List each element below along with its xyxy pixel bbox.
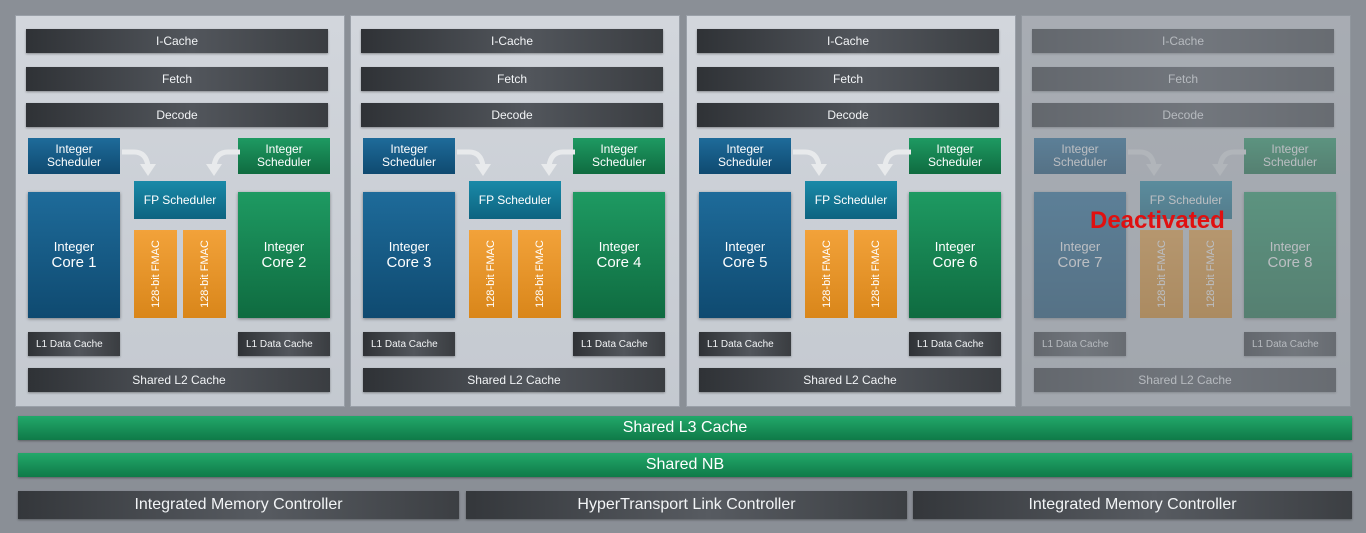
l1-data-cache-right: L1 Data Cache bbox=[573, 332, 665, 356]
core-label-line2: Core 7 bbox=[1057, 254, 1103, 271]
cpu-module-deactivated: I-Cache Fetch Decode Integer Scheduler I… bbox=[1021, 15, 1351, 407]
integer-core-right: Integer Core 4 bbox=[573, 192, 665, 318]
integer-scheduler-right: Integer Scheduler bbox=[573, 138, 665, 174]
integer-scheduler-right: Integer Scheduler bbox=[238, 138, 330, 174]
l1-data-cache-left: L1 Data Cache bbox=[699, 332, 791, 356]
core-label-line1: Integer bbox=[1269, 239, 1311, 254]
fetch-bar: Fetch bbox=[26, 67, 328, 91]
icache-bar: I-Cache bbox=[697, 29, 999, 53]
core-label-line1: Integer bbox=[598, 239, 640, 254]
decode-bar: Decode bbox=[361, 103, 663, 127]
l1-data-cache-left: L1 Data Cache bbox=[28, 332, 120, 356]
integer-core-right: Integer Core 8 bbox=[1244, 192, 1336, 318]
shared-l2-cache: Shared L2 Cache bbox=[363, 368, 665, 392]
arrow-right-down-icon bbox=[122, 149, 156, 176]
fmac-unit: 128-bit FMAC bbox=[469, 230, 512, 318]
core-label-line1: Integer bbox=[724, 239, 766, 254]
core-label-line2: Core 8 bbox=[1267, 254, 1313, 271]
cpu-module: I-Cache Fetch Decode Integer Scheduler I… bbox=[15, 15, 345, 407]
core-label-line2: Core 3 bbox=[386, 254, 432, 271]
integer-scheduler-left: Integer Scheduler bbox=[28, 138, 120, 174]
core-label-line1: Integer bbox=[53, 239, 95, 254]
integer-core-left: Integer Core 1 bbox=[28, 192, 120, 318]
shared-l2-cache: Shared L2 Cache bbox=[28, 368, 330, 392]
shared-l2-cache: Shared L2 Cache bbox=[1034, 368, 1336, 392]
shared-nb: Shared NB bbox=[18, 453, 1352, 477]
l1-data-cache-right: L1 Data Cache bbox=[238, 332, 330, 356]
shared-l3-cache: Shared L3 Cache bbox=[18, 416, 1352, 440]
fp-scheduler: FP Scheduler bbox=[469, 181, 561, 219]
cpu-module: I-Cache Fetch Decode Integer Scheduler I… bbox=[350, 15, 680, 407]
arrow-right-down-icon bbox=[457, 149, 491, 176]
core-label-line2: Core 4 bbox=[596, 254, 642, 271]
core-label-line1: Integer bbox=[388, 239, 430, 254]
integer-core-left: Integer Core 3 bbox=[363, 192, 455, 318]
fmac-unit: 128-bit FMAC bbox=[134, 230, 177, 318]
integer-core-left: Integer Core 7 bbox=[1034, 192, 1126, 318]
core-label-line2: Core 6 bbox=[932, 254, 978, 271]
fmac-unit: 128-bit FMAC bbox=[854, 230, 897, 318]
fetch-bar: Fetch bbox=[1032, 67, 1334, 91]
arrow-left-down-icon bbox=[541, 149, 575, 176]
integer-scheduler-left: Integer Scheduler bbox=[363, 138, 455, 174]
l1-data-cache-right: L1 Data Cache bbox=[909, 332, 1001, 356]
arrow-left-down-icon bbox=[1212, 149, 1246, 176]
integer-scheduler-left: Integer Scheduler bbox=[699, 138, 791, 174]
arrow-right-down-icon bbox=[793, 149, 827, 176]
deactivated-label: Deactivated bbox=[1090, 207, 1225, 234]
fmac-unit: 128-bit FMAC bbox=[518, 230, 561, 318]
integer-core-right: Integer Core 2 bbox=[238, 192, 330, 318]
l1-data-cache-left: L1 Data Cache bbox=[1034, 332, 1126, 356]
arrow-right-down-icon bbox=[1128, 149, 1162, 176]
l1-data-cache-right: L1 Data Cache bbox=[1244, 332, 1336, 356]
decode-bar: Decode bbox=[697, 103, 999, 127]
fetch-bar: Fetch bbox=[361, 67, 663, 91]
fp-scheduler: FP Scheduler bbox=[134, 181, 226, 219]
decode-bar: Decode bbox=[26, 103, 328, 127]
fmac-unit: 128-bit FMAC bbox=[1140, 230, 1183, 318]
decode-bar: Decode bbox=[1032, 103, 1334, 127]
fmac-unit: 128-bit FMAC bbox=[1189, 230, 1232, 318]
fmac-unit: 128-bit FMAC bbox=[805, 230, 848, 318]
fp-scheduler: FP Scheduler bbox=[1140, 181, 1232, 219]
core-label-line2: Core 1 bbox=[51, 254, 97, 271]
fetch-bar: Fetch bbox=[697, 67, 999, 91]
core-label-line1: Integer bbox=[263, 239, 305, 254]
integer-core-right: Integer Core 6 bbox=[909, 192, 1001, 318]
cpu-module: I-Cache Fetch Decode Integer Scheduler I… bbox=[686, 15, 1016, 407]
fmac-unit: 128-bit FMAC bbox=[183, 230, 226, 318]
icache-bar: I-Cache bbox=[26, 29, 328, 53]
shared-l2-cache: Shared L2 Cache bbox=[699, 368, 1001, 392]
l1-data-cache-left: L1 Data Cache bbox=[363, 332, 455, 356]
icache-bar: I-Cache bbox=[361, 29, 663, 53]
integer-core-left: Integer Core 5 bbox=[699, 192, 791, 318]
integer-scheduler-left: Integer Scheduler bbox=[1034, 138, 1126, 174]
arrow-left-down-icon bbox=[206, 149, 240, 176]
integer-scheduler-right: Integer Scheduler bbox=[1244, 138, 1336, 174]
memory-controller-left: Integrated Memory Controller bbox=[18, 491, 459, 519]
core-label-line2: Core 2 bbox=[261, 254, 307, 271]
core-label-line1: Integer bbox=[1059, 239, 1101, 254]
core-label-line2: Core 5 bbox=[722, 254, 768, 271]
core-label-line1: Integer bbox=[934, 239, 976, 254]
arrow-left-down-icon bbox=[877, 149, 911, 176]
icache-bar: I-Cache bbox=[1032, 29, 1334, 53]
memory-controller-right: Integrated Memory Controller bbox=[913, 491, 1352, 519]
integer-scheduler-right: Integer Scheduler bbox=[909, 138, 1001, 174]
hypertransport-link-controller: HyperTransport Link Controller bbox=[466, 491, 907, 519]
fp-scheduler: FP Scheduler bbox=[805, 181, 897, 219]
